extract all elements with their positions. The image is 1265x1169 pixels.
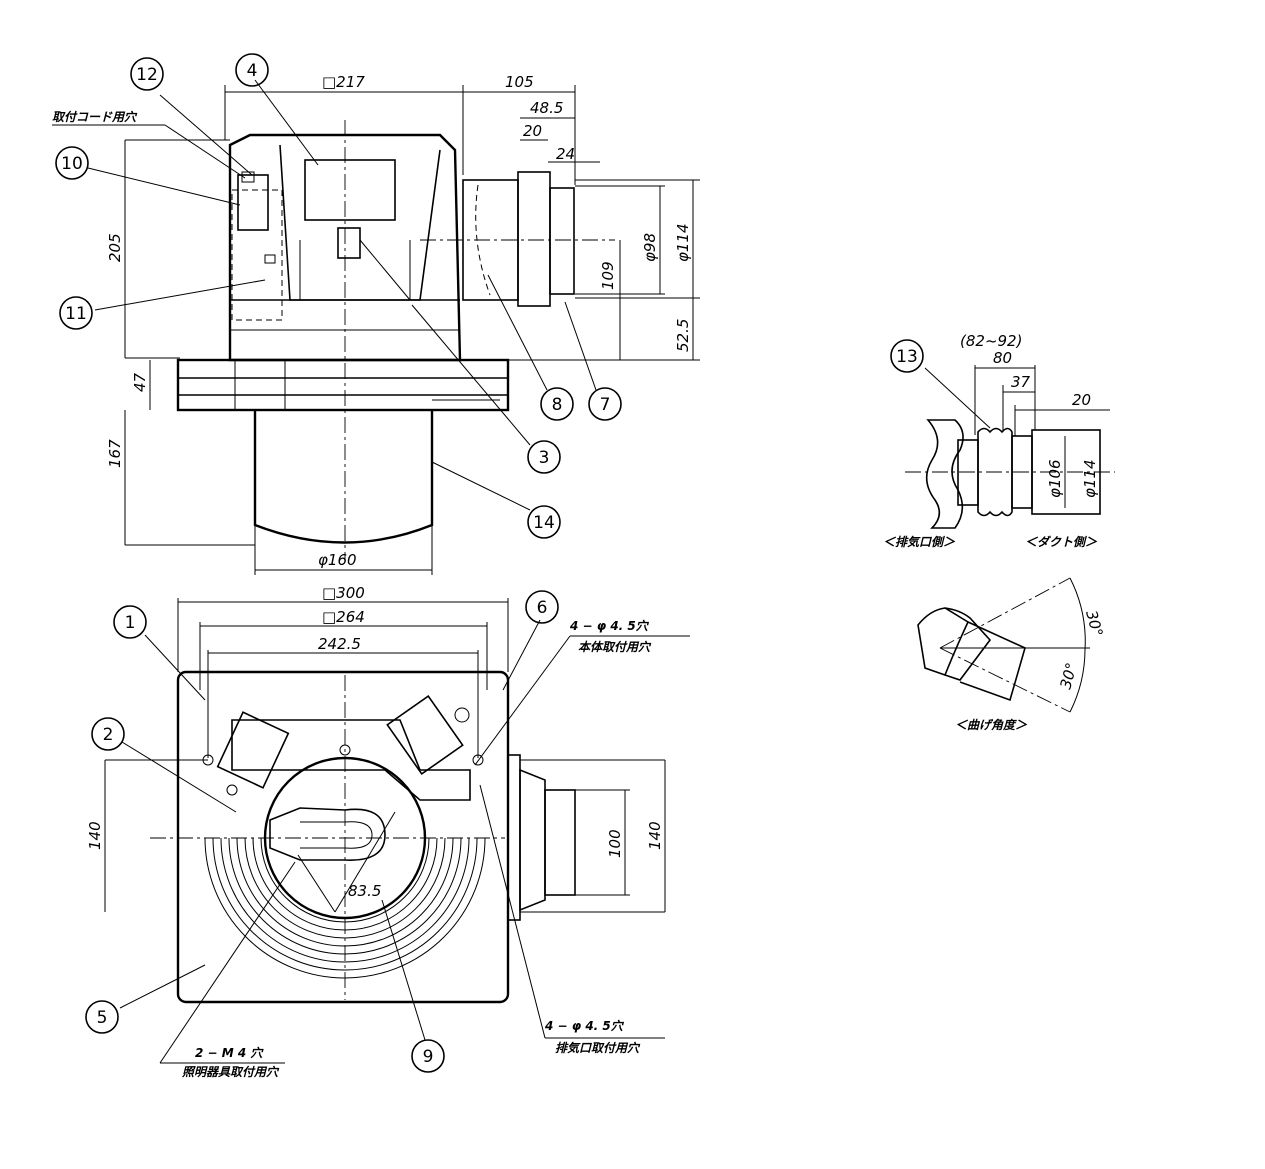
bubble-8: 8	[552, 395, 563, 415]
bubble-9: 9	[423, 1047, 434, 1067]
dim-joint-80: 80	[993, 349, 1012, 367]
label-duct-side: ＜ダクト側＞	[1025, 535, 1098, 549]
bubble-5: 5	[97, 1008, 108, 1028]
dim-outlet-48: 48.5	[530, 99, 563, 117]
dim-height-52: 52.5	[674, 319, 692, 352]
dim-outlet-24: 24	[556, 145, 575, 163]
dim-top-width: □217	[322, 73, 365, 91]
bubble-11: 11	[65, 304, 87, 324]
dim-height-109: 109	[599, 261, 617, 290]
dim-height-47: 47	[131, 372, 149, 392]
dim-angle-upper: 30°	[1082, 608, 1106, 638]
dim-joint-range: (82~92)	[960, 332, 1022, 350]
dim-left-140: 140	[86, 821, 104, 850]
bubble-13: 13	[896, 347, 918, 367]
label-exhaust-side: ＜排気口側＞	[883, 535, 956, 549]
bubble-14: 14	[533, 513, 555, 533]
label-bend-angle: ＜曲げ角度＞	[955, 718, 1028, 732]
note-cord-hole: 取付コード用穴	[52, 110, 138, 124]
dim-joint-37: 37	[1011, 373, 1031, 391]
dim-outlet-length: 105	[505, 73, 534, 91]
bubble-10: 10	[61, 154, 83, 174]
bend-angle-view: 30° 30° ＜曲げ角度＞	[917, 577, 1106, 732]
bubble-2: 2	[103, 725, 114, 745]
duct-joint-view: (82~92) 80 37 20 φ106 φ114 ＜排気口側＞ ＜ダクト側＞	[883, 332, 1115, 549]
dim-plate-264: □264	[322, 608, 365, 626]
dim-outlet-20: 20	[523, 122, 542, 140]
note-m4-holes-count: 2 − M 4 穴	[195, 1046, 264, 1060]
callout-bubbles: 12 4 10 11 8 7 3 14 1 2 6 5 9 13	[55, 53, 924, 1073]
dim-right-100: 100	[606, 829, 624, 858]
dim-plate-300: □300	[322, 584, 365, 602]
note-body-holes-purpose: 本体取付用穴	[578, 640, 652, 654]
dim-dia-98: φ98	[641, 233, 659, 262]
dim-dia-114: φ114	[674, 223, 692, 262]
dim-joint-106: φ106	[1046, 459, 1064, 498]
dim-dia-160: φ160	[318, 551, 357, 569]
bubble-1: 1	[125, 613, 136, 633]
plan-view: □300 □264 242.5 140 100 140 83.5 4 − φ 4…	[86, 584, 690, 1079]
dim-angle-lower: 30°	[1056, 661, 1080, 691]
note-body-holes-count: 4 − φ 4. 5穴	[569, 619, 650, 633]
bubble-3: 3	[539, 448, 550, 468]
dim-inner-83: 83.5	[348, 882, 381, 900]
side-view: □217 105 48.5 20 24 205 φ98 φ114 109 52.…	[52, 73, 700, 575]
note-m4-holes-purpose: 照明器具取付用穴	[181, 1065, 280, 1079]
dim-joint-20: 20	[1072, 391, 1091, 409]
note-exhaust-holes-purpose: 排気口取付用穴	[555, 1041, 641, 1055]
dim-height-167: 167	[106, 439, 124, 468]
dim-holes-242: 242.5	[318, 635, 361, 653]
note-exhaust-holes-count: 4 − φ 4. 5穴	[544, 1019, 625, 1033]
bubble-4: 4	[247, 61, 258, 81]
bubble-12: 12	[136, 65, 158, 85]
bubble-7: 7	[600, 395, 611, 415]
bubble-6: 6	[537, 598, 548, 618]
dim-right-140: 140	[646, 821, 664, 850]
dim-height-205: 205	[106, 233, 124, 262]
dim-joint-114: φ114	[1081, 459, 1099, 498]
